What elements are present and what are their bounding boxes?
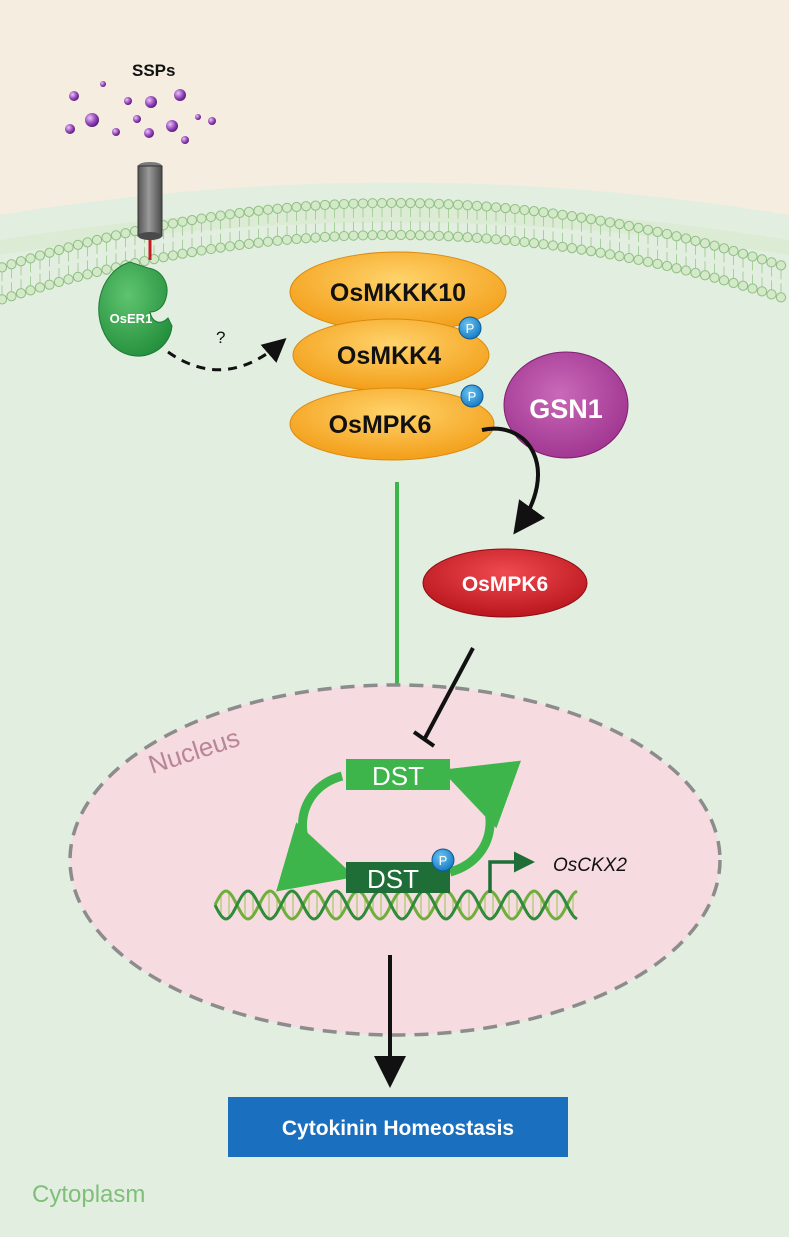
ssps-label: SSPs — [132, 61, 175, 80]
cytokinin-homeostasis-box — [228, 1097, 568, 1157]
osckx2-label: OsCKX2 — [553, 855, 627, 876]
ssp-particle — [208, 117, 216, 125]
gsn1-release-arrow — [481, 426, 546, 535]
ssp-particle — [174, 89, 186, 101]
inhibition-bar — [412, 730, 436, 748]
dst-bottom-label: DST — [367, 864, 419, 894]
osmkkk10-label: OsMKKK10 — [330, 279, 466, 307]
ssp-particle — [65, 124, 75, 134]
dst-cycle-arrow-left — [276, 771, 356, 892]
dna-helix — [213, 889, 578, 921]
osmpk6-free-label: OsMPK6 — [462, 573, 548, 596]
oser1-label: OsER1 — [110, 311, 153, 326]
phospho-badge-osmkk4 — [458, 316, 482, 340]
osmpk6-complex-protein — [289, 387, 495, 461]
inhibition-line — [422, 647, 475, 741]
osmpk6-complex-label: OsMPK6 — [329, 411, 432, 439]
osmkk4-label: OsMKK4 — [337, 342, 441, 370]
ssp-particle — [69, 91, 79, 101]
nucleus — [68, 683, 722, 1037]
dst-cycle-arrow-right — [441, 760, 522, 877]
ssp-particles — [65, 81, 216, 144]
ssp-particle — [144, 128, 154, 138]
phospho-label-dst: P — [439, 853, 448, 868]
ssp-particle — [195, 114, 201, 120]
gsn1-protein — [503, 351, 629, 459]
question-mark: ? — [216, 328, 225, 347]
phospho-label-osmpk6: P — [468, 389, 477, 404]
dst-bottom-box — [346, 862, 450, 893]
gsn1-label: GSN1 — [529, 394, 603, 424]
cytoplasm-label: Cytoplasm — [32, 1181, 145, 1208]
dst-top-box — [346, 759, 450, 790]
phospho-label-osmkk4: P — [466, 321, 475, 336]
dst-top-label: DST — [372, 761, 424, 791]
ssp-particle — [124, 97, 132, 105]
ssp-particle — [166, 120, 178, 132]
phospho-badge-osmpk6 — [460, 384, 484, 408]
ssp-particle — [181, 136, 189, 144]
extracellular-space — [0, 0, 789, 215]
ssp-particle — [112, 128, 120, 136]
ssp-particle — [100, 81, 106, 87]
osmpk6-free-protein — [422, 548, 588, 618]
phospho-badge-dst — [431, 848, 455, 872]
mapk-cascade-complex: OsMKKK10 OsMKK4 OsMPK6 P P — [289, 251, 507, 461]
ssp-particle — [133, 115, 141, 123]
ssp-particle — [145, 96, 157, 108]
cytokinin-homeostasis-label: Cytokinin Homeostasis — [282, 1117, 514, 1140]
oser1-receptor: OsER1 — [98, 162, 173, 357]
ssp-particle — [85, 113, 99, 127]
transcription-start-arrow — [488, 851, 535, 893]
